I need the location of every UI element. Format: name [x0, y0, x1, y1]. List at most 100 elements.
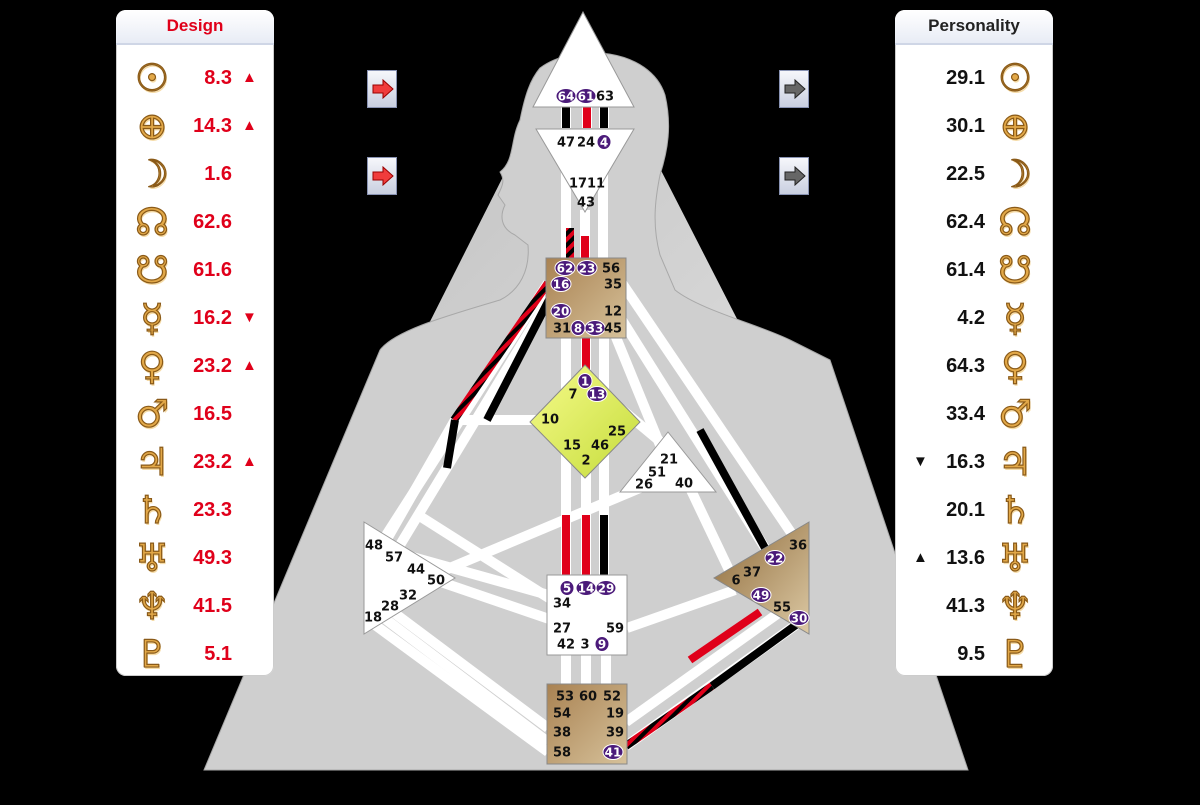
gate-20: 20	[553, 305, 570, 319]
gate-9: 9	[598, 638, 606, 652]
gate-49: 49	[753, 589, 770, 603]
personality-arrow-button-bottom[interactable]	[779, 157, 809, 195]
mars-icon: ♂	[134, 391, 170, 436]
active-gate-marker	[559, 580, 575, 596]
heart-center	[618, 431, 718, 493]
personality-value: 41.3	[946, 595, 985, 617]
active-gate-marker	[550, 276, 572, 292]
personality-value: 9.5	[957, 643, 985, 665]
north-node-icon: ☊	[135, 199, 170, 244]
active-gate-marker	[554, 260, 576, 276]
active-gate-marker	[750, 587, 772, 603]
solar-plexus-center	[713, 521, 810, 635]
design-row: ☊62.6	[116, 199, 274, 248]
gate-16: 16	[553, 278, 570, 292]
gate-35: 35	[604, 278, 622, 293]
gate-33: 33	[587, 322, 604, 336]
uranus-icon: ♅	[997, 535, 1033, 580]
personality-row: ☊ 62.4	[895, 199, 1053, 248]
active-gate-marker	[764, 550, 786, 566]
gate-34: 34	[553, 597, 571, 612]
gate-14: 14	[578, 582, 595, 596]
active-gate-marker	[788, 610, 810, 626]
personality-value: 64.3	[946, 355, 985, 377]
gate-15: 15	[563, 439, 581, 454]
personality-row: ☿4.2	[895, 295, 1053, 344]
gate-56: 56	[602, 262, 620, 277]
design-value: 16.2	[193, 307, 232, 329]
personality-value: 33.4	[946, 403, 985, 425]
design-row: ♇5.1	[116, 631, 274, 680]
mercury-icon: ☿	[140, 295, 165, 340]
design-row: ☉8.3▲	[116, 55, 274, 104]
design-row: ♄23.3	[116, 487, 274, 536]
gate-29: 29	[598, 582, 615, 596]
gate-58: 58	[553, 746, 571, 761]
gate-5: 5	[563, 582, 571, 596]
design-value: 1.6	[204, 163, 232, 185]
gate-52: 52	[603, 690, 621, 705]
personality-value: 62.4	[946, 211, 985, 233]
gate-31: 31	[553, 322, 571, 337]
personality-title: Personality	[895, 10, 1053, 45]
north-node-icon: ☊	[998, 199, 1033, 244]
gate-61: 61	[578, 90, 595, 104]
venus-icon: ♀	[1001, 343, 1030, 388]
design-value: 23.2	[193, 355, 232, 377]
personality-value: 30.1	[946, 115, 985, 137]
moon-icon: ☽	[134, 151, 170, 196]
activations	[443, 107, 803, 750]
g-center	[529, 364, 641, 479]
fixing-arrow-icon: ▲	[913, 549, 928, 566]
arrow-right-icon	[784, 79, 806, 99]
personality-value: 29.1	[946, 67, 985, 89]
design-value: 61.6	[193, 259, 232, 281]
gate-26: 26	[635, 478, 653, 493]
gate-12: 12	[604, 305, 622, 320]
root-center	[546, 683, 628, 765]
pluto-icon: ♇	[997, 631, 1033, 676]
design-row: ☋61.6	[116, 247, 274, 296]
design-value: 16.5	[193, 403, 232, 425]
active-gate-marker	[602, 744, 624, 760]
active-gate-marker	[555, 88, 577, 104]
gate-19: 19	[606, 707, 624, 722]
spleen-center	[363, 521, 456, 635]
jupiter-icon: ♃	[997, 439, 1033, 484]
design-value: 14.3	[193, 115, 232, 137]
gate-62: 62	[557, 262, 574, 276]
active-gate-marker	[586, 386, 608, 402]
gate-17: 17	[569, 177, 587, 192]
fixing-arrow-icon: ▲	[242, 117, 257, 134]
gate-42: 42	[557, 638, 575, 653]
active-gate-marker	[595, 580, 617, 596]
gate-48: 48	[365, 539, 383, 554]
personality-arrow-button-top[interactable]	[779, 70, 809, 108]
gate-59: 59	[606, 622, 624, 637]
venus-icon: ♀	[138, 343, 167, 388]
gate-39: 39	[606, 726, 624, 741]
arrow-right-icon	[784, 166, 806, 186]
gate-22: 22	[767, 552, 784, 566]
design-value: 23.3	[193, 499, 232, 521]
active-gate-marker	[550, 303, 572, 319]
gate-63: 63	[596, 90, 614, 105]
gate-2: 2	[581, 454, 590, 469]
gate-6: 6	[731, 574, 740, 589]
active-gate-marker	[584, 320, 606, 336]
design-arrow-button-bottom[interactable]	[367, 157, 397, 195]
personality-panel: Personality ☉29.1⊕30.1☽22.5☊62.4☋61.4☿4.…	[895, 10, 1053, 677]
personality-value: 13.6	[946, 547, 985, 569]
personality-row: ⊕30.1	[895, 103, 1053, 152]
gate-4: 4	[600, 136, 608, 150]
design-arrow-button-top[interactable]	[367, 70, 397, 108]
personality-row: ♇ 9.5	[895, 631, 1053, 680]
personality-row: ☋61.4	[895, 247, 1053, 296]
personality-row: ♀ 64.3	[895, 343, 1053, 392]
personality-row: ♅ 13.6 ▲	[895, 535, 1053, 584]
active-gate-marker	[594, 636, 610, 652]
mars-icon: ♂	[997, 391, 1033, 436]
design-row: ☽ 1.6	[116, 151, 274, 200]
personality-row: ♂ 33.4	[895, 391, 1053, 440]
